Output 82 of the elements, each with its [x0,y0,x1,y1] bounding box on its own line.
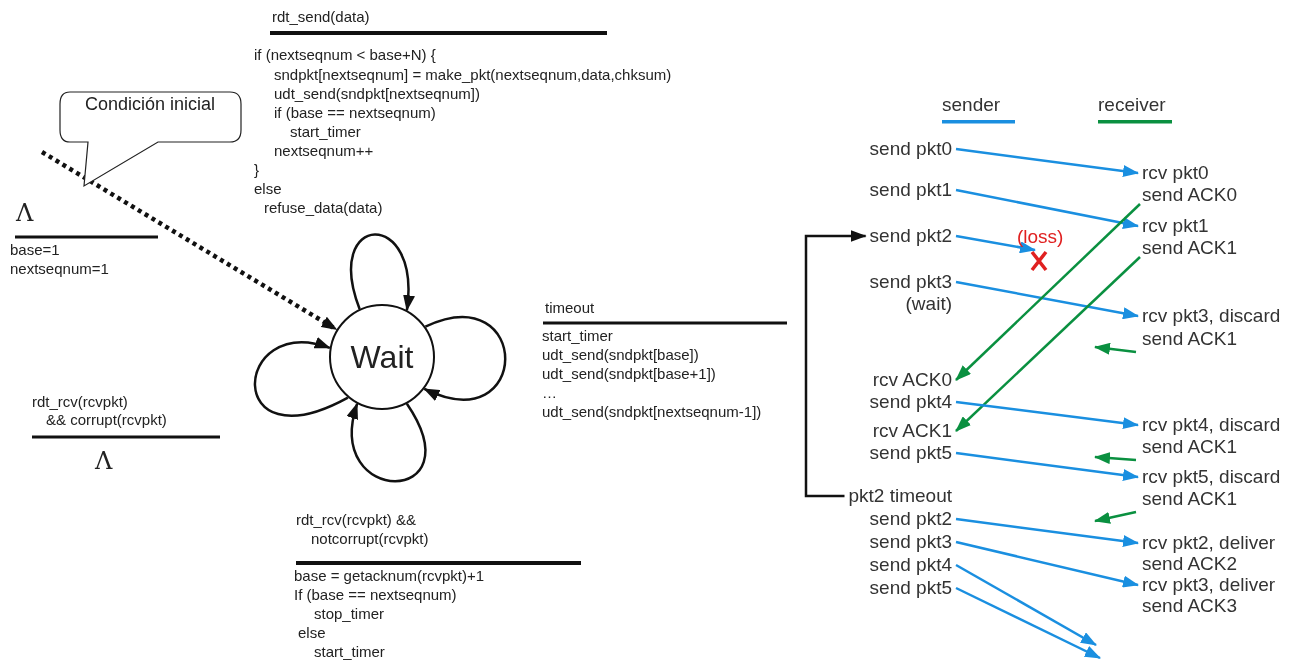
lambda-symbol: Λ [16,200,34,226]
arrow [955,280,1139,320]
transition-text: stop_timer [314,605,385,622]
event-label: send pkt5 [869,577,952,599]
legend-label: receiver [1098,94,1166,116]
event-label: rcv ACK0 [872,369,952,391]
transition-text: sndpkt[nextseqnum] = make_pkt(nextseqnum,data,chksum) [274,66,672,83]
arrow [955,234,1036,254]
transition-text: else [298,624,326,641]
transition-text: nextseqnum=1 [10,260,109,277]
event-label: rcv ACK1 [872,420,952,442]
transition-text: udt_send(sndpkt[nextseqnum-1]) [542,403,762,420]
transition-text: rdt_send(data) [272,8,370,25]
arrow [1094,342,1137,355]
event-label: rcv pkt3, deliver [1142,574,1276,596]
event-label: send ACK2 [1142,553,1238,575]
event-label: send ACK1 [1142,237,1238,259]
transition-text: rdt_rcv(rcvpkt) && [296,511,416,528]
event-label: send ACK1 [1142,488,1238,510]
arrow [955,400,1139,430]
event-label: send pkt0 [869,138,952,160]
event-label: rcv pkt0 [1142,162,1209,184]
event-label: rcv pkt3, discard [1142,305,1281,327]
arrow [955,256,1141,432]
event-label: send pkt2 [869,225,952,247]
event-label: send ACK1 [1142,328,1238,350]
event-label: rcv pkt1 [1142,215,1209,237]
transition-text: … [542,384,557,401]
self-loop-arrow [253,338,349,417]
event-label: send ACK3 [1142,595,1238,617]
transition-text: If (base == nextseqnum) [294,586,457,603]
transition-text: udt_send(sndpkt[nextseqnum]) [274,85,480,102]
transition-text: if (base == nextseqnum) [274,104,436,121]
arrow [955,563,1097,647]
event-label: send pkt3 [869,531,952,553]
event-label: send pkt3 (wait) [857,271,952,315]
loss-note: (loss) [1017,226,1064,248]
dotted-arrow [40,150,338,332]
arrow [1094,510,1137,524]
bracket-arrow [804,230,867,498]
event-label: send ACK1 [1142,436,1238,458]
event-label: pkt2 timeout [848,485,952,507]
event-label: rcv pkt5, discard [1142,466,1281,488]
transition-text: start_timer [542,327,613,344]
transition-text: refuse_data(data) [264,199,383,216]
transition-text: base = getacknum(rcvpkt)+1 [294,567,485,584]
transition-text: udt_send(sndpkt[base+1]) [542,365,716,382]
transition-text: } [254,161,259,178]
legend-label: sender [942,94,1001,116]
transition-text: nextseqnum++ [274,142,374,159]
lambda-symbol: Λ [95,448,113,474]
self-loop-arrow [348,402,427,483]
arrow [955,451,1139,481]
event-label: send pkt4 [869,554,952,576]
event-label: send pkt4 [869,391,952,413]
self-loop-arrow [349,233,414,312]
transition-text: && corrupt(rcvpkt) [46,411,167,428]
arrow [955,188,1139,229]
transition-text: start_timer [314,643,385,660]
transition-text: base=1 [10,241,60,258]
event-label: send pkt5 [869,442,952,464]
arrow [955,517,1139,547]
transition-text: udt_send(sndpkt[base]) [542,346,699,363]
arrow [1094,452,1137,465]
arrow [955,203,1141,381]
transition-text: rdt_rcv(rcvpkt) [32,393,128,410]
transition-text: notcorrupt(rcvpkt) [311,530,429,547]
self-loop-arrow [423,316,507,401]
transition-text: else [254,180,282,197]
event-label: send pkt1 [869,179,952,201]
arrow [955,586,1101,660]
state-circle: Wait [329,304,435,410]
event-label: send ACK0 [1142,184,1238,206]
arrow [955,147,1139,177]
speech-bubble: Condición inicial [58,90,242,188]
transition-text: timeout [545,299,595,316]
event-label: rcv pkt4, discard [1142,414,1281,436]
arrow [955,540,1139,588]
event-label: rcv pkt2, deliver [1142,532,1276,554]
transition-text: start_timer [290,123,361,140]
transition-text: if (nextseqnum < base+N) { [254,46,436,63]
event-label: send pkt2 [869,508,952,530]
